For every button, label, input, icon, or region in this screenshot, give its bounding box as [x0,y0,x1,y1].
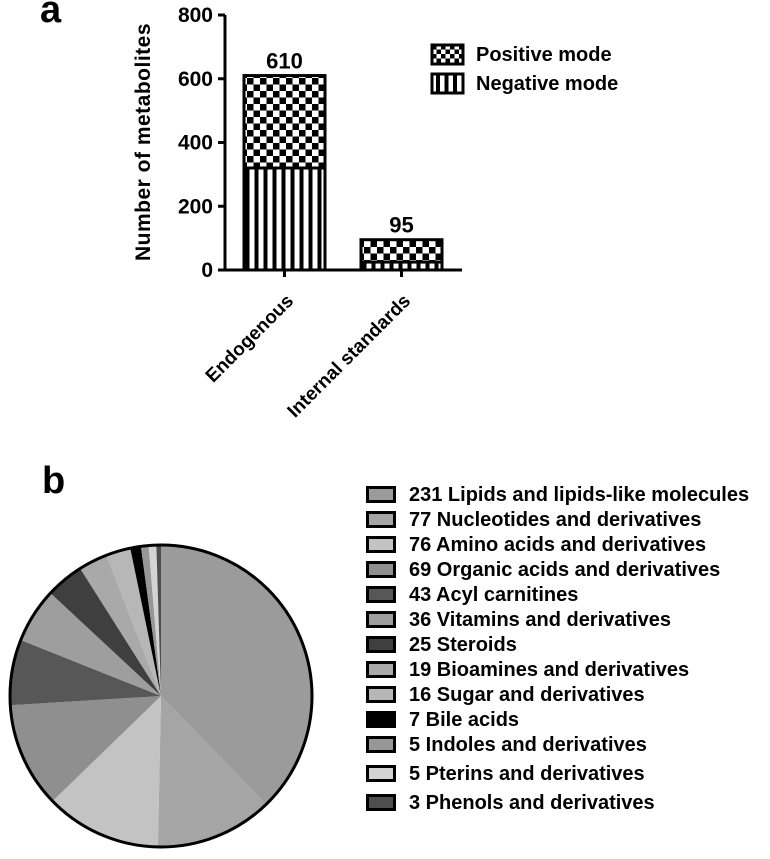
pie-legend-label: 76 Amino acids and derivatives [409,533,707,556]
y-tick-label: 800 [178,4,213,27]
pie-legend-label: 231 Lipids and lipids-like molecules [409,483,750,506]
pie-legend-swatch [366,586,396,603]
pie-legend-label: 19 Bioamines and derivatives [409,658,690,681]
legend-label-positive-mode: Positive mode [476,44,612,66]
pie-legend-item: 19 Bioamines and derivatives [366,658,749,681]
pie-legend-label: 3 Phenols and derivatives [409,791,655,814]
bar-segment-positive-mode [359,238,444,264]
pie-slice-6 [20,593,161,696]
y-tick-label: 200 [178,195,213,218]
pie-legend-label: 77 Nucleotides and derivatives [409,508,702,531]
pie-legend-swatch [366,661,396,678]
y-tick-label: 0 [201,259,213,282]
legend-swatch-positive-mode [430,43,465,66]
pie-slice-4 [10,696,162,802]
pie-slice-7 [50,568,161,696]
pie-slice-1 [161,545,312,805]
pie-slice-9 [106,548,161,696]
pie-legend-item: 43 Acyl carnitines [366,583,749,606]
pie-legend-swatch [366,561,396,578]
pie-chart [8,543,314,849]
pie-legend-label: 69 Organic acids and derivatives [409,558,721,581]
pie-legend-swatch [366,686,396,703]
pie-legend-swatch [366,736,396,753]
bar-segment-positive-mode [242,74,327,170]
pie-legend-swatch [366,794,396,811]
pie-legend-swatch [366,536,396,553]
pie-legend-label: 36 Vitamins and derivatives [409,608,671,631]
legend-label-negative-mode: Negative mode [476,73,618,95]
pie-slices [8,543,314,849]
pie-slice-12 [148,545,161,696]
pie-legend-item: 25 Steroids [366,633,749,656]
pie-legend-item: 16 Sugar and derivatives [366,683,749,706]
legend-swatch-negative-mode [430,72,465,95]
x-category-label: Internal standards [284,291,415,422]
pie-legend-swatch [366,765,396,782]
pie-legend-swatch [366,711,396,728]
pie-legend-label: 43 Acyl carnitines [409,583,579,606]
bar-total-label: 95 [389,213,413,238]
pie-slice-2 [157,696,267,847]
pie-legend-swatch [366,611,396,628]
pie-legend-item: 5 Pterins and derivatives [366,762,749,785]
pie-legend-label: 5 Indoles and derivatives [409,733,647,756]
pie-legend-label: 7 Bile acids [409,708,520,731]
pie-slice-5 [10,640,161,706]
pie-legend-label: 5 Pterins and derivatives [409,762,645,785]
x-category-label: Endogenous [202,291,298,387]
y-tick-label: 400 [178,132,213,155]
pie-slice-3 [52,696,161,847]
pie-slice-11 [140,545,161,696]
pie-legend-item: 76 Amino acids and derivatives [366,533,749,556]
y-axis-title: Number of metabolites [132,23,155,261]
panel-b-label: b [42,460,66,502]
pie-legend-swatch [366,486,396,503]
pie-legend-item: 77 Nucleotides and derivatives [366,508,749,531]
pie-legend-label: 16 Sugar and derivatives [409,683,645,706]
bar-segment-negative-mode [242,166,327,272]
bar-total-label: 610 [266,49,303,74]
pie-legend-item: 69 Organic acids and derivatives [366,558,749,581]
pie-legend-label: 25 Steroids [409,633,517,656]
pie-slice-10 [130,546,161,696]
pie-outline [8,543,314,849]
pie-slice-8 [80,555,161,696]
pie-legend-item: 5 Indoles and derivatives [366,733,749,756]
y-tick-label: 600 [178,68,213,91]
pie-legend-item: 3 Phenols and derivatives [366,791,749,814]
panel-a-label: a [40,0,62,31]
pie-legend-swatch [366,511,396,528]
pie-slice-13 [156,545,161,696]
pie-legend-item: 231 Lipids and lipids-like molecules [366,483,750,506]
pie-legend-item: 36 Vitamins and derivatives [366,608,749,631]
pie-legend-item: 7 Bile acids [366,708,749,731]
pie-legend-swatch [366,636,396,653]
